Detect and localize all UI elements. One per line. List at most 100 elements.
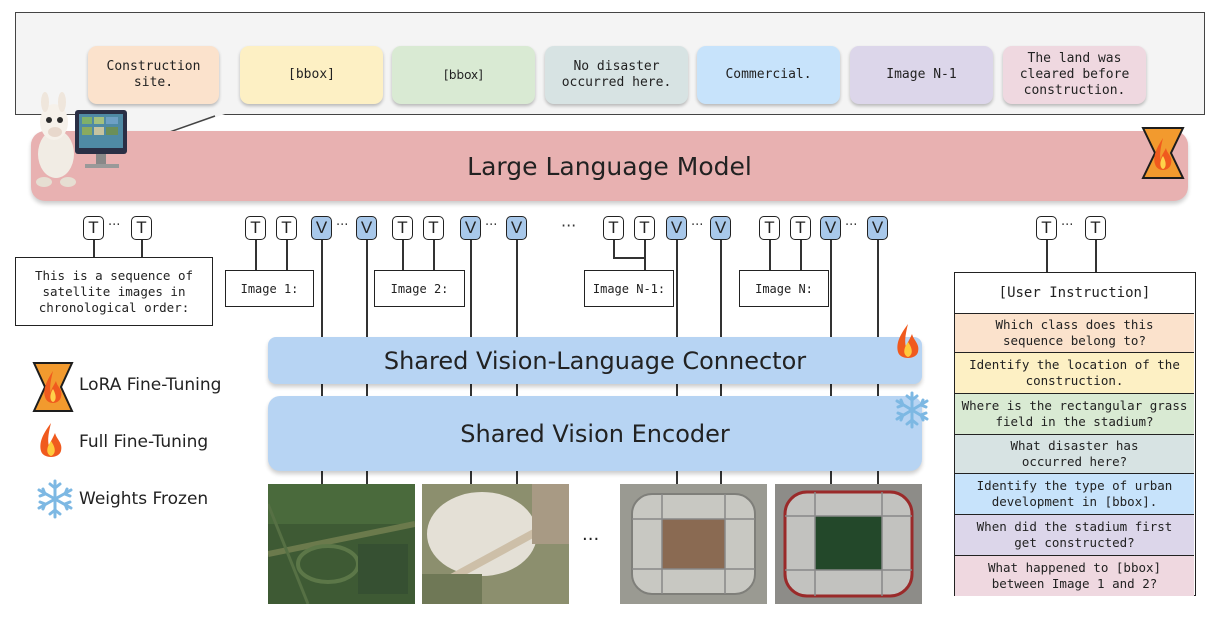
connector-line: [321, 240, 323, 337]
connector-line: [769, 240, 771, 270]
connector-line: [516, 384, 518, 396]
token-v: V: [506, 216, 527, 240]
lora-legend-icon: [32, 362, 74, 412]
token-t: T: [245, 216, 266, 240]
image-label-n: Image N:: [739, 270, 829, 307]
legend-frozen-label: Weights Frozen: [79, 489, 209, 509]
prompt-text-box: This is a sequence of satellite images i…: [15, 257, 213, 326]
connector-line: [366, 471, 368, 484]
token-t: T: [1036, 216, 1057, 240]
token-ellipsis: ···: [336, 218, 349, 233]
connector-line: [1046, 240, 1048, 272]
token-t: T: [392, 216, 413, 240]
connector-line: [321, 471, 323, 484]
token-t: T: [603, 216, 624, 240]
image-label-1: Image 1:: [225, 270, 314, 307]
connector-line: [516, 471, 518, 484]
connector-line: [676, 240, 678, 337]
satellite-image-n-1: [620, 484, 767, 604]
connector-line: [470, 384, 472, 396]
instruction-row-1: Which class does this sequence belong to…: [955, 313, 1194, 352]
connector-line: [613, 257, 645, 259]
output-box-6: Image N-1: [850, 46, 993, 104]
satellite-image-2: [422, 484, 569, 604]
connector-line: [676, 384, 678, 396]
instruction-row-4: What disaster has occurred here?: [955, 434, 1194, 473]
token-v: V: [820, 216, 841, 240]
token-ellipsis: ···: [108, 218, 121, 233]
frozen-snowflake-icon: [895, 391, 929, 429]
connector-line: [830, 384, 832, 396]
frozen-legend-icon: [37, 479, 73, 519]
output-box-4: No disaster occurred here.: [545, 46, 688, 104]
connector-line: [830, 240, 832, 337]
connector-line: [720, 471, 722, 484]
token-ellipsis: ···: [1061, 218, 1074, 233]
token-v: V: [460, 216, 481, 240]
output-box-7: The land was cleared before construction…: [1003, 46, 1146, 104]
user-instruction-table: [User Instruction] Which class does this…: [954, 272, 1196, 596]
output-box-3: [bbox]: [392, 46, 535, 104]
connector-line: [1095, 240, 1097, 272]
instruction-row-7: What happened to [bbox] between Image 1 …: [955, 555, 1194, 596]
legend-lora-label: LoRA Fine-Tuning: [79, 375, 222, 395]
connector-line: [800, 240, 802, 270]
image-label-n-1: Image N-1:: [584, 270, 674, 307]
connector-line: [644, 240, 646, 270]
instruction-row-5: Identify the type of urban development i…: [955, 473, 1194, 514]
connector-line: [402, 240, 404, 270]
connector-line: [93, 240, 95, 258]
token-t: T: [634, 216, 655, 240]
connector-title: Shared Vision-Language Connector: [383, 346, 807, 375]
image-label-2: Image 2:: [374, 270, 465, 307]
connector-line: [470, 240, 472, 337]
connector-line: [613, 240, 615, 258]
vision-language-connector: Shared Vision-Language Connector: [268, 337, 922, 384]
token-v: V: [666, 216, 687, 240]
llm-bar: Large Language Model: [31, 131, 1188, 201]
token-t: T: [276, 216, 297, 240]
output-box-2: [bbox]: [240, 46, 383, 104]
vision-encoder: Shared Vision Encoder: [268, 396, 922, 471]
token-t: T: [131, 216, 152, 240]
connector-line: [366, 384, 368, 396]
instruction-row-2: Identify the location of the constructio…: [955, 352, 1194, 393]
satellite-image-1: [268, 484, 415, 604]
images-ellipsis: ...: [582, 524, 600, 545]
connector-line: [877, 384, 879, 396]
connector-line: [286, 240, 288, 270]
token-v: V: [867, 216, 888, 240]
token-ellipsis: ···: [485, 218, 498, 233]
connector-line: [720, 240, 722, 337]
connector-line: [877, 240, 879, 337]
output-box-1: Construction site.: [88, 46, 219, 104]
connector-line: [516, 240, 518, 337]
output-box-5: Commercial.: [697, 46, 840, 104]
connector-line: [366, 240, 368, 337]
token-t: T: [759, 216, 780, 240]
token-t: T: [423, 216, 444, 240]
lora-fire-icon: [1141, 127, 1185, 179]
connector-line: [141, 240, 143, 258]
full-fine-tuning-legend-icon: [40, 423, 62, 457]
instruction-header: [User Instruction]: [998, 285, 1151, 301]
token-t: T: [1085, 216, 1106, 240]
connector-line: [433, 240, 435, 270]
instruction-row-3: Where is the rectangular grass field in …: [955, 393, 1194, 434]
token-t: T: [83, 216, 104, 240]
token-v: V: [311, 216, 332, 240]
legend-full-label: Full Fine-Tuning: [79, 432, 209, 452]
token-v: V: [710, 216, 731, 240]
instruction-row-6: When did the stadium first get construct…: [955, 514, 1194, 555]
encoder-title: Shared Vision Encoder: [460, 419, 730, 448]
llama-mascot-icon: [36, 92, 127, 187]
sequence-ellipsis: ···: [561, 216, 577, 235]
full-fine-tuning-fire-icon: [897, 324, 919, 358]
token-t: T: [790, 216, 811, 240]
token-ellipsis: ···: [845, 218, 858, 233]
connector-line: [470, 471, 472, 484]
token-v: V: [356, 216, 377, 240]
satellite-image-n: [775, 484, 922, 604]
connector-line: [676, 471, 678, 484]
connector-line: [877, 471, 879, 484]
